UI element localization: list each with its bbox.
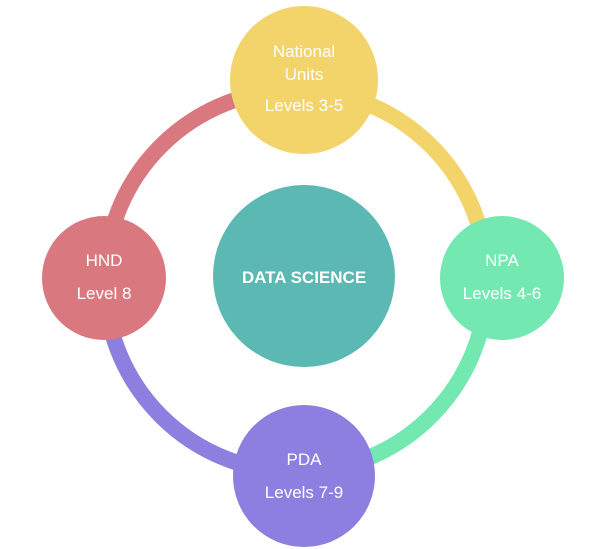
node-right-line1: NPA [485,251,519,270]
node-bottom-line2: Levels 7-9 [265,483,343,502]
node-top-circle [230,6,378,154]
node-left-circle [42,216,166,340]
node-left-line1: HND [86,251,123,270]
node-top-line3: Levels 3-5 [265,96,343,115]
center-circle [213,185,395,367]
node-right-circle [440,216,564,340]
node-bottom-circle [233,405,375,547]
node-left-line2: Level 8 [77,284,132,303]
center-label: DATA SCIENCE [242,268,366,287]
node-right-line2: Levels 4-6 [463,284,541,303]
node-top-line2: Units [285,65,324,84]
node-top-line1: National [273,42,335,61]
node-bottom-line1: PDA [287,450,323,469]
